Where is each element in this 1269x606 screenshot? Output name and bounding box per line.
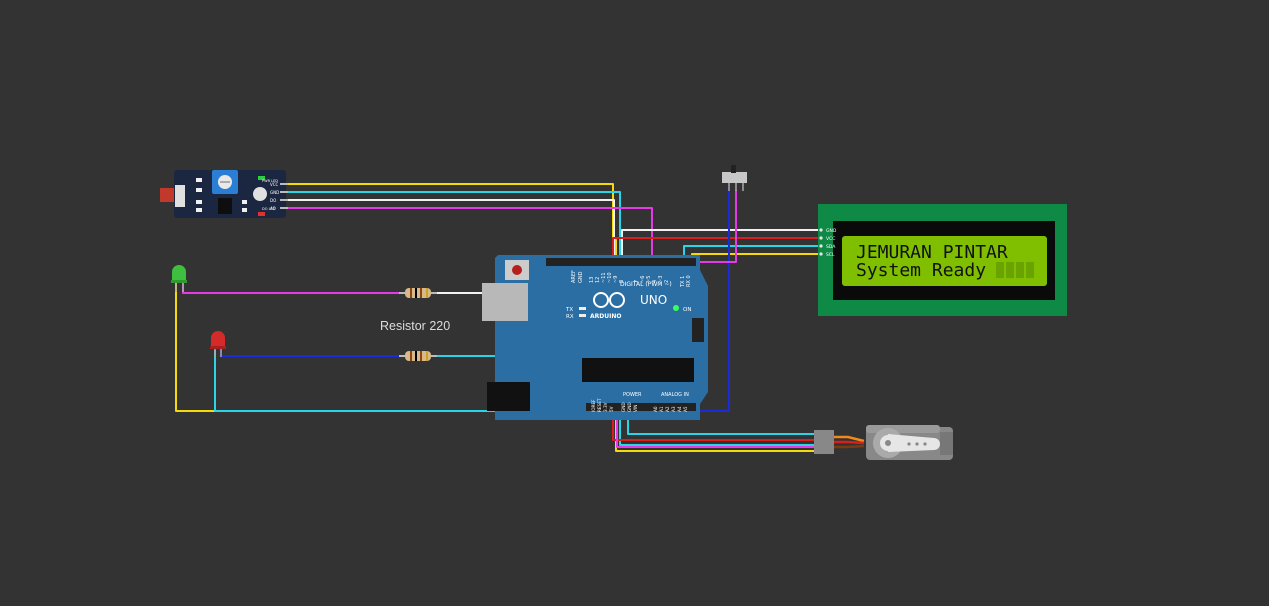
wire-red-led[interactable] <box>220 350 399 357</box>
red-led[interactable] <box>210 331 226 357</box>
led-label-do: DO LED <box>262 207 276 211</box>
pin-label-2: 2 <box>664 280 670 283</box>
sensor-pin-label-ao: AO <box>270 206 276 211</box>
pin-label-a3: A3 <box>671 406 676 412</box>
pin-label-6: ~6 <box>640 276 646 283</box>
pin-label-8: 8 <box>619 280 625 283</box>
sensor-module[interactable]: PWR LED DO LED VCC GND DO AO <box>160 170 288 218</box>
servo-horn[interactable] <box>888 434 940 452</box>
pin-label-rx0: RX 0 <box>686 275 692 287</box>
on-led <box>673 305 679 311</box>
top-pin-labels: AREF GND 13 12 ~11 ~10 ~9 8 7 ~6 ~5 4 ~3… <box>571 270 692 288</box>
sensor-led-pwr <box>253 187 267 201</box>
sensor-probe <box>160 188 174 202</box>
usb-port <box>482 283 528 321</box>
bottom-pin-labels: IOREF RESET 3.3V 5V GND GND VIN A0 A1 A2… <box>591 398 688 412</box>
pin-label-4: 4 <box>652 280 658 283</box>
analog-label: ANALOG IN <box>661 392 689 398</box>
pin-label-a4: A4 <box>677 406 682 412</box>
pin-label-a2: A2 <box>665 406 670 412</box>
wire-lcd-scl[interactable] <box>691 253 822 411</box>
on-label: ON <box>683 307 691 313</box>
pin-label-ioref: IOREF <box>591 399 596 412</box>
pin-label-13: 13 <box>589 277 595 283</box>
sensor-pin-label-vcc: VCC <box>270 182 279 187</box>
pin-label-a0: A0 <box>653 406 658 412</box>
pin-label-a5: A5 <box>683 406 688 412</box>
pin-label-vin: VIN <box>633 405 638 412</box>
sensor-connector <box>175 185 185 207</box>
resistor-2[interactable] <box>399 351 437 361</box>
pin-label-10: ~10 <box>607 272 613 283</box>
power-analog-header <box>586 403 696 411</box>
lcd-pin-label-gnd: GND <box>826 228 837 234</box>
green-led[interactable] <box>171 265 187 292</box>
pin-label-reset: RESET <box>597 398 602 412</box>
arduino-logo-icon <box>593 292 609 308</box>
lcd-pin-label-scl: SCL <box>826 252 835 258</box>
sensor-pin-label-do: DO <box>270 198 276 203</box>
board-model: UNO <box>640 293 667 307</box>
pin-label-a1: A1 <box>659 406 664 412</box>
pin-label-gnd: GND <box>578 271 584 283</box>
pin-label-9: ~9 <box>613 276 619 283</box>
wire-green-led[interactable] <box>182 283 399 294</box>
arduino-uno[interactable]: ON AREF GND 13 12 ~11 ~10 ~9 8 7 ~6 ~5 4… <box>482 255 708 420</box>
slide-switch[interactable] <box>722 165 747 191</box>
digital-label: DIGITAL (PWM ~) <box>620 281 672 288</box>
board-brand: ARDUINO <box>590 313 621 320</box>
power-label: POWER <box>623 392 642 398</box>
resistor-1[interactable] <box>399 288 437 298</box>
pin-label-tx1: TX 1 <box>680 276 686 288</box>
wire-switch-a[interactable] <box>698 190 730 412</box>
lcd-blank-cells <box>996 262 1034 278</box>
atmega-chip <box>582 358 694 382</box>
wire-red-led-gnd[interactable] <box>214 350 500 412</box>
pin-label-3: ~3 <box>658 276 664 283</box>
wire-sensor-ao[interactable] <box>287 207 653 262</box>
lcd-screen <box>842 236 1047 286</box>
pin-label-5: ~5 <box>646 276 652 283</box>
pin-label-gnd-2: GND <box>627 402 632 412</box>
tx-label: TX <box>565 307 573 313</box>
pin-label-aref: AREF <box>571 270 577 283</box>
wire-lcd-gnd[interactable] <box>621 229 822 262</box>
switch-knob[interactable] <box>731 165 736 173</box>
rx-label: RX <box>566 314 574 320</box>
pin-label-7: 7 <box>634 280 640 283</box>
lcd-line-2: System Ready <box>856 260 986 281</box>
power-jack <box>487 382 530 411</box>
servo-connector <box>814 430 834 454</box>
pin-label-12: 12 <box>595 277 601 283</box>
lcd-display: JEMURAN PINTAR System Ready GND VCC SDA … <box>818 204 1067 316</box>
pin-label-3v3: 3.3V <box>603 402 608 412</box>
resistor-caption: Resistor 220 <box>380 319 451 333</box>
wire-switch-b[interactable] <box>700 190 737 263</box>
pin-label-gnd-1: GND <box>621 402 626 412</box>
pin-label-5v: 5V <box>609 406 614 412</box>
sensor-pin-label-gnd: GND <box>270 190 279 195</box>
comparator-chip <box>218 198 232 214</box>
pin-label-11: ~11 <box>601 272 607 283</box>
led-label-pwr: PWR LED <box>262 179 278 183</box>
servo-motor[interactable] <box>814 425 953 460</box>
lcd-line-1: JEMURAN PINTAR <box>856 242 1008 263</box>
lcd-pin-label-vcc: VCC <box>826 236 835 242</box>
digital-header <box>546 258 696 266</box>
lcd-pin-label-sda: SDA <box>826 244 836 250</box>
icsp-header <box>692 318 704 342</box>
